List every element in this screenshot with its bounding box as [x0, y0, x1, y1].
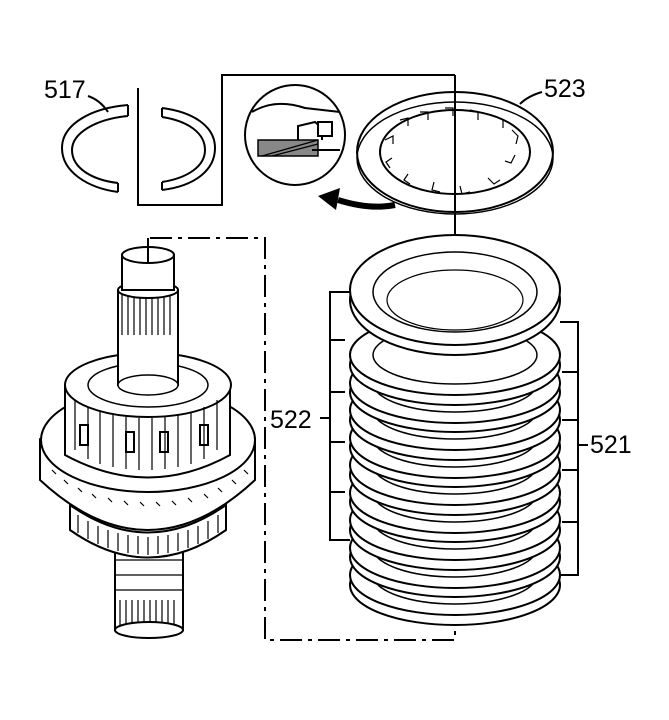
callout-521: 521: [590, 431, 632, 459]
curved-arrow-icon: [318, 188, 396, 210]
plate-1-top: [349, 234, 561, 356]
bracket-snap-ring: [137, 74, 455, 206]
callout-523: 523: [544, 75, 586, 103]
assembly-bracket: [150, 237, 456, 641]
detail-view-circle: [244, 84, 346, 186]
clutch-plate-stack: [349, 234, 561, 626]
snap-ring-517: [60, 104, 217, 193]
leader-517: [87, 95, 109, 113]
bracket-521: [560, 321, 588, 576]
bracket-522: [320, 291, 350, 541]
clutch-housing-shaft: [39, 238, 256, 639]
callout-522: 522: [270, 406, 312, 434]
leader-523: [519, 91, 543, 105]
callout-517: 517: [44, 76, 86, 104]
